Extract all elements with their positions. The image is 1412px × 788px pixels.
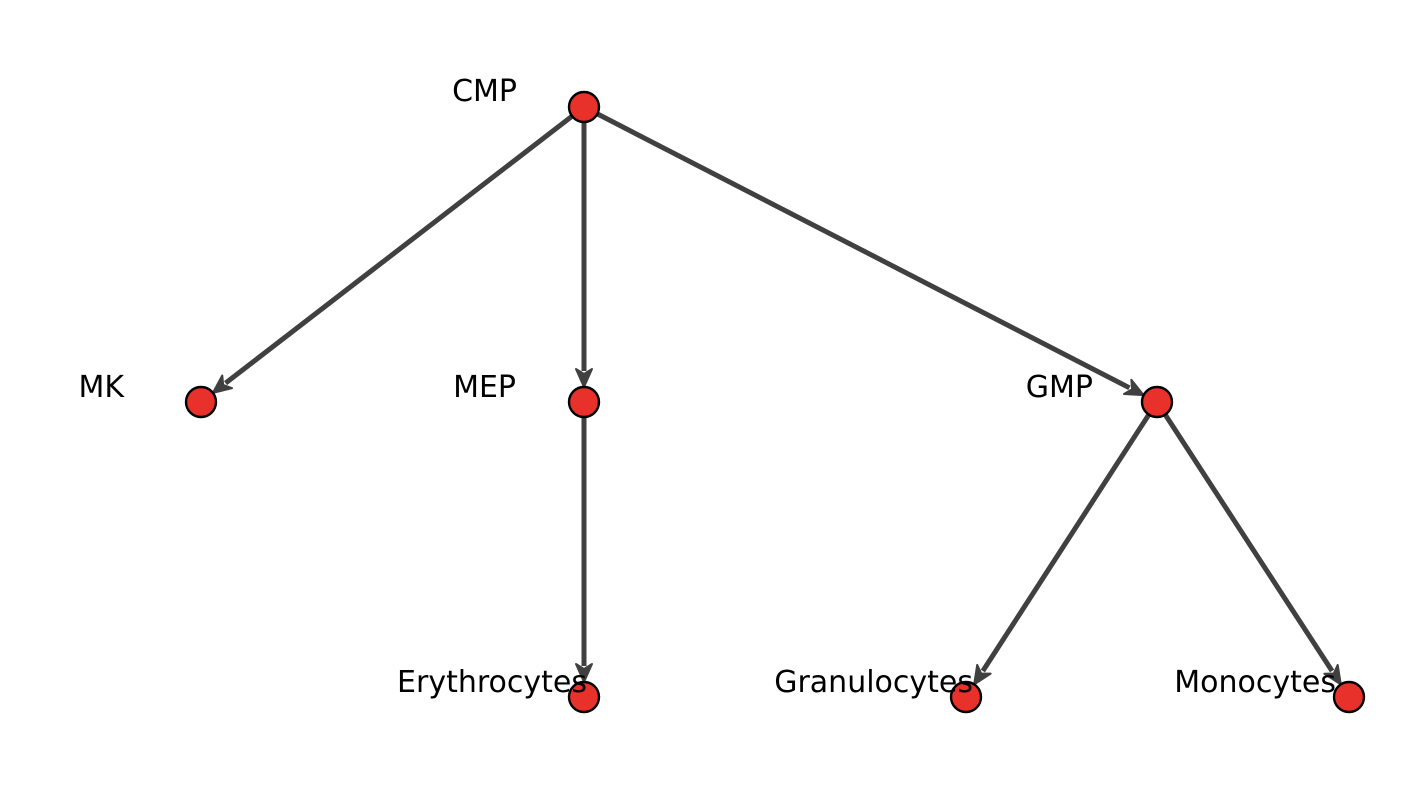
edge-cmp-to-mk [211, 106, 584, 394]
node-label-mep: MEP [453, 370, 516, 405]
node-granulocytes [949, 680, 983, 714]
nodes-layer [184, 90, 1366, 714]
edge-line [1156, 403, 1335, 673]
edge-mep-to-erythrocytes [575, 405, 593, 683]
edge-line [980, 403, 1158, 673]
edge-line [224, 106, 584, 386]
node-label-monocytes: Monocytes [1174, 665, 1336, 700]
labels-layer: CMP MK MEP GMP Erythrocytes Granulocytes Monoc… [78, 74, 1336, 700]
node-mk [184, 385, 218, 419]
arrowhead [1123, 378, 1145, 397]
edge-gmp-to-monocytes [1156, 403, 1342, 686]
node-label-mk: MK [78, 370, 125, 405]
node-cmp [567, 90, 601, 124]
node-monocytes [1332, 680, 1366, 714]
node-mep [567, 385, 601, 419]
node-gmp [1140, 385, 1174, 419]
arrowhead [211, 374, 234, 394]
node-label-gmp: GMP [1026, 370, 1093, 405]
arrowhead [575, 368, 593, 388]
node-label-erythrocytes: Erythrocytes [397, 665, 587, 700]
node-erythrocytes [567, 680, 601, 714]
edges-layer [211, 106, 1342, 686]
arrowhead [575, 663, 593, 683]
edge-cmp-to-mep [575, 110, 593, 388]
arrowhead [1323, 663, 1342, 686]
arrowhead [973, 663, 992, 686]
edge-line [585, 106, 1131, 391]
node-label-cmp: CMP [452, 74, 517, 109]
node-label-granulocytes: Granulocytes [774, 665, 973, 700]
edge-cmp-to-gmp [585, 106, 1145, 397]
edge-gmp-to-granulocytes [973, 403, 1158, 686]
